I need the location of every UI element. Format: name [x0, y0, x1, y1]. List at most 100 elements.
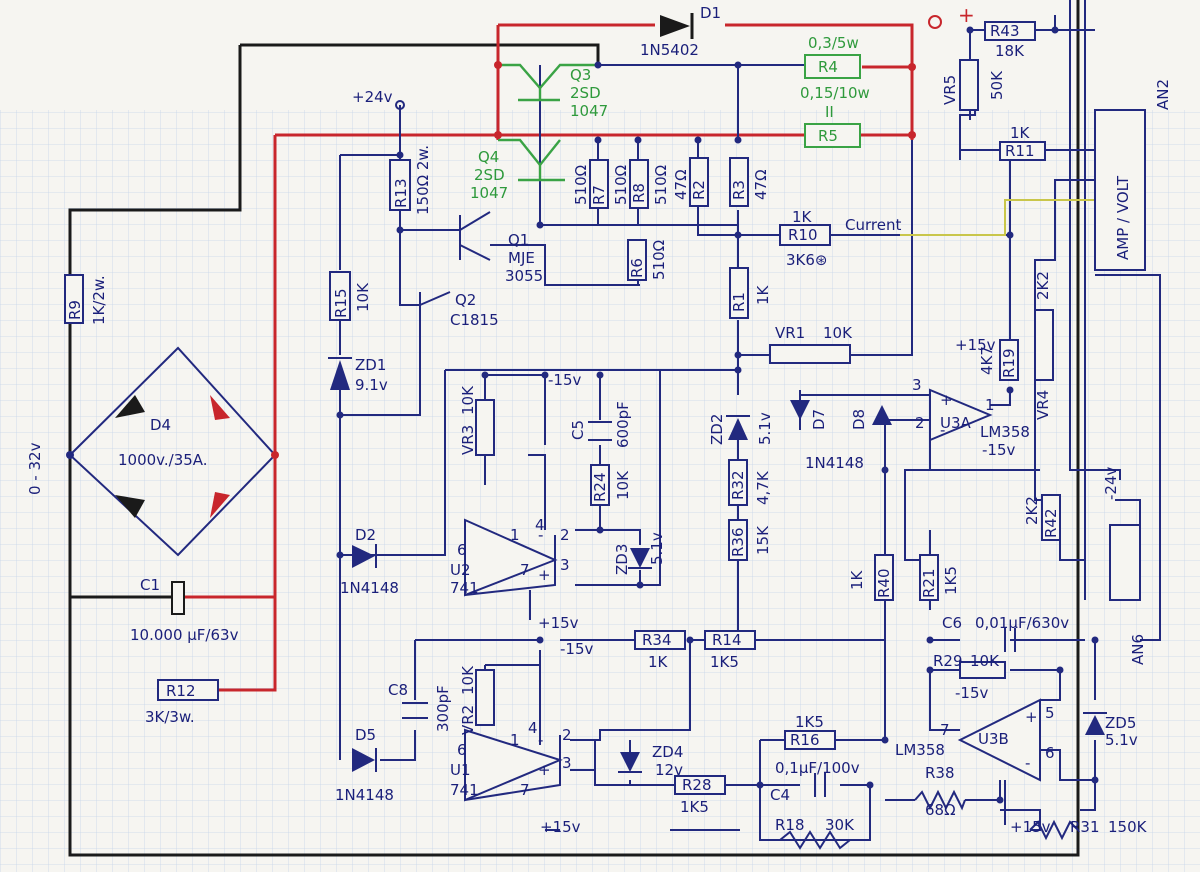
amp-volt-meter: [1094, 109, 1146, 271]
label-r40: R40: [875, 568, 893, 598]
label-r36: R36: [729, 527, 747, 557]
label-vr1-value: 10K: [823, 324, 853, 342]
zener-zd3: [628, 548, 652, 569]
label-q4-a: 2SD: [474, 166, 505, 184]
junction-dots: [66, 26, 1099, 804]
label-d2-value: 1N4148: [340, 579, 399, 597]
capacitor-c4: [814, 773, 826, 797]
resistor-r1: [729, 267, 749, 319]
label-plus: +: [958, 3, 975, 27]
label-minus15v-u3a: -15v: [982, 441, 1015, 459]
label-r18-value: 30K: [825, 816, 855, 834]
label-vr4: VR4: [1034, 390, 1052, 420]
capacitor-c5: [588, 421, 612, 441]
label-q2-part: C1815: [450, 311, 499, 329]
resistor-r38: [914, 789, 966, 811]
pin-u3a-2: 2: [915, 414, 925, 432]
label-q1-a: MJE: [508, 249, 535, 267]
capacitor-c1: [171, 581, 185, 615]
label-c5-value: 600pF: [614, 401, 632, 448]
label-vr5-value: 50K: [988, 70, 1006, 100]
label-r10: R10: [788, 226, 818, 244]
resistor-r32: [728, 459, 748, 506]
label-r28: R28: [682, 776, 712, 794]
label-r11-value: 1K: [1010, 124, 1031, 142]
label-r5-mark: II: [825, 103, 834, 121]
label-c1-value: 10.000 μF/63v: [130, 626, 239, 644]
resistor-r10: [779, 224, 831, 246]
resistor-r43: [984, 21, 1036, 41]
label-q2: Q2: [455, 291, 476, 309]
label-q3-b: 1047: [570, 102, 608, 120]
label-zd5-value: 5.1v: [1105, 731, 1138, 749]
sign-u2-plus: +: [538, 566, 551, 584]
label-c8: C8: [388, 681, 408, 699]
resistor-r34: [634, 630, 686, 650]
pin-u1-6: 6: [457, 741, 467, 759]
label-zd1: ZD1: [355, 356, 386, 374]
pin-u1-4: 4: [528, 719, 538, 737]
label-r34-value: 1K: [648, 653, 669, 671]
label-r42-value: 2K2: [1023, 496, 1041, 525]
zener-zd4: [618, 752, 642, 773]
diode-d5: [352, 748, 377, 772]
label-r19-value: 4K7: [978, 346, 996, 375]
label-u1-part: 741: [450, 781, 479, 799]
resistor-r9: [64, 274, 84, 324]
label-c4-value: 0,1μF/100v: [775, 759, 860, 777]
sign-u3a-plus: +: [940, 391, 953, 409]
terminal-24v: [395, 100, 405, 110]
label-r29: R29: [933, 652, 963, 670]
pin-u1-1: 1: [510, 731, 520, 749]
label-r13: R13: [392, 178, 410, 208]
label-u3b-part: LM358: [895, 741, 945, 759]
label-r10-value: 3K6⊛: [786, 251, 828, 269]
label-d8: D8: [850, 409, 868, 430]
label-r42: R42: [1042, 508, 1060, 538]
label-r36-value: 15K: [754, 525, 772, 555]
label-input-range: 0 - 32v: [26, 442, 44, 495]
label-r9-value: 1K/2w.: [90, 275, 108, 325]
label-vr2: VR2: [459, 705, 477, 735]
resistor-r28: [674, 775, 726, 795]
label-minus24v: -24v: [1102, 467, 1120, 500]
pin-u1-3: 3: [562, 754, 572, 772]
resistor-r14: [704, 630, 756, 650]
label-zd5: ZD5: [1105, 714, 1136, 732]
label-d78-part: 1N4148: [805, 454, 864, 472]
label-r24: R24: [591, 472, 609, 502]
resistor-r7: [589, 159, 609, 209]
label-r38: R38: [925, 764, 955, 782]
label-plus15v-u1: +15v: [540, 818, 581, 836]
label-q4: Q4: [478, 148, 499, 166]
terminal-plus: [928, 15, 942, 29]
resistor-r24: [590, 464, 610, 506]
label-current: Current: [845, 216, 901, 234]
label-plus15v-u3b: +15v: [1010, 818, 1051, 836]
pin-u3b-7: 7: [940, 721, 950, 739]
label-c1: C1: [140, 576, 160, 594]
sign-u2-minus: -: [538, 526, 543, 544]
label-vr5: VR5: [941, 75, 959, 105]
resistor-r8: [629, 159, 649, 209]
label-r12-value: 3K/3w.: [145, 708, 195, 726]
label-vr4-value: 2K2: [1034, 271, 1052, 300]
label-d2: D2: [355, 526, 376, 544]
label-r21: R21: [920, 568, 938, 598]
diode-d7-d8: [790, 400, 892, 425]
label-u1: U1: [450, 761, 471, 779]
label-plus15v-u2: +15v: [538, 614, 579, 632]
label-c8-value: 300pF: [434, 685, 452, 732]
label-r11: R11: [1005, 142, 1035, 160]
label-r9: R9: [66, 300, 84, 320]
zener-zd5: [1083, 712, 1107, 735]
resistor-r3: [729, 157, 749, 207]
label-minus15v-u2: -15v: [548, 371, 581, 389]
pin-u1-7: 7: [520, 781, 530, 799]
label-r32-value: 4,7K: [754, 470, 772, 505]
label-d5-value: 1N4148: [335, 786, 394, 804]
label-r31: R31: [1070, 818, 1100, 836]
label-r15: R15: [332, 288, 350, 318]
trimmer-vr3: [475, 399, 495, 456]
